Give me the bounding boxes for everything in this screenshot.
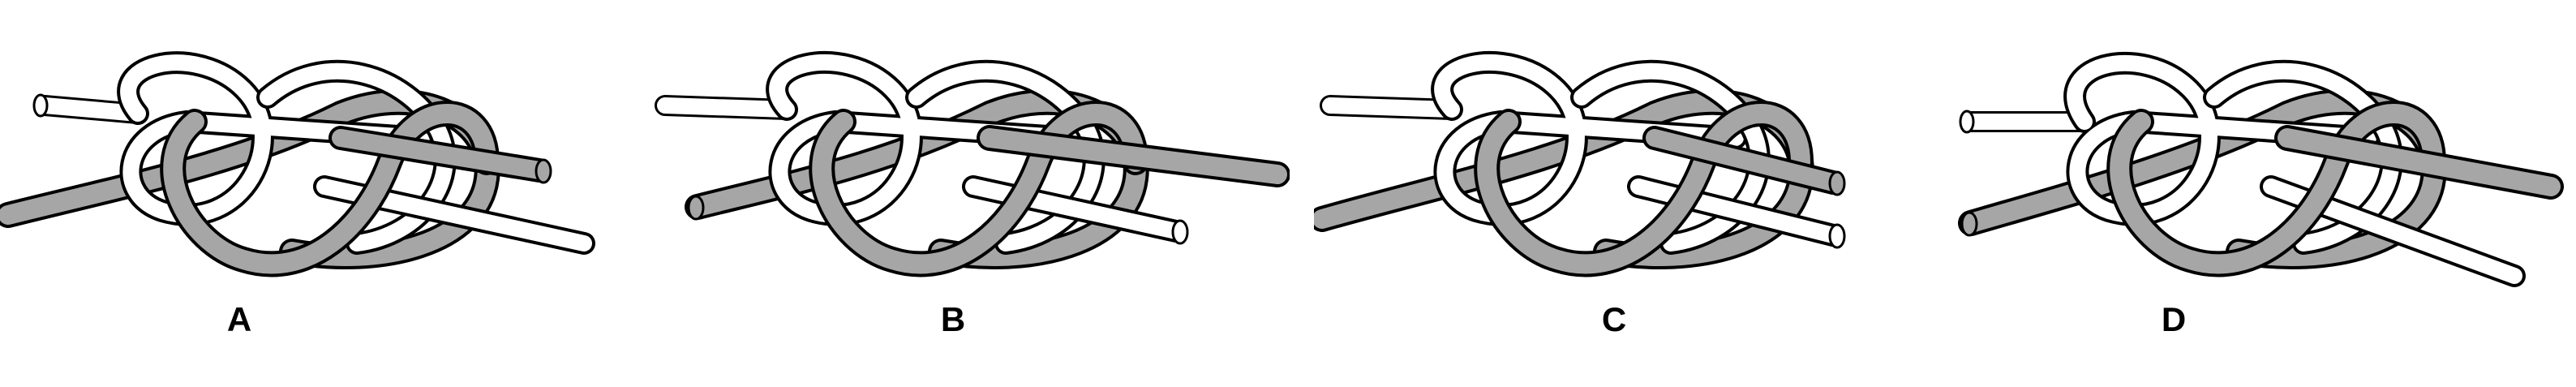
- knot-diagram-a: [0, 51, 595, 277]
- panel-label-a: A: [226, 300, 252, 338]
- panel-d: D: [1947, 0, 2576, 387]
- knot-diagram-c: [1314, 51, 1846, 277]
- panel-a: A: [0, 0, 633, 387]
- panel-c: C: [1314, 0, 1947, 387]
- knot-diagram-d: [1958, 51, 2564, 287]
- panel-label-b: B: [940, 300, 966, 338]
- knot-diagram-b: [655, 51, 1290, 277]
- panel-label-c: C: [1601, 300, 1627, 338]
- panel-label-d: D: [2161, 300, 2187, 338]
- panel-b: B: [649, 0, 1290, 387]
